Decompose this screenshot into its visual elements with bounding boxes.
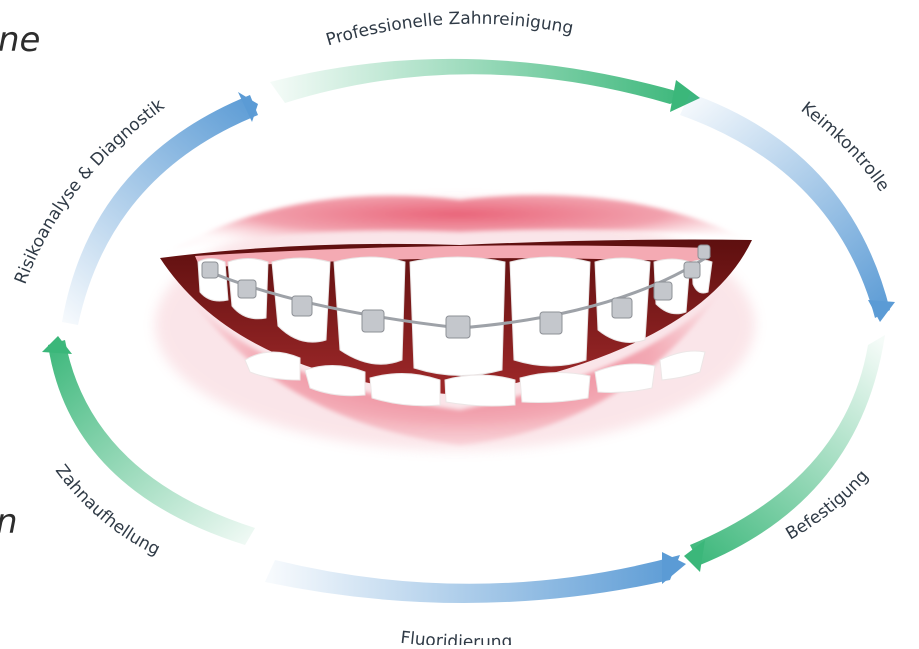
svg-text:Fluoridierung: Fluoridierung bbox=[399, 628, 512, 645]
bracket bbox=[654, 282, 672, 300]
arrowhead-right-top bbox=[868, 300, 895, 322]
bracket bbox=[446, 316, 470, 338]
partial-text-top: ne bbox=[0, 20, 40, 60]
bracket bbox=[362, 310, 384, 332]
bracket bbox=[684, 262, 700, 278]
label-fluoridation: Fluoridierung bbox=[399, 628, 512, 645]
bracket bbox=[612, 298, 632, 318]
partial-text-bottom: n bbox=[0, 502, 18, 542]
bracket bbox=[238, 280, 256, 298]
arrowhead-left-bottom bbox=[42, 336, 72, 354]
bracket bbox=[202, 262, 218, 278]
arc-fluoridation bbox=[265, 555, 680, 603]
bracket bbox=[292, 296, 312, 316]
svg-text:Professionelle Zahnreinigung: Professionelle Zahnreinigung bbox=[324, 9, 575, 51]
label-professional-cleaning: Professionelle Zahnreinigung bbox=[324, 9, 575, 51]
bracket bbox=[540, 312, 562, 334]
arc-professional-cleaning bbox=[270, 59, 690, 104]
bracket bbox=[698, 245, 710, 259]
smile-illustration bbox=[155, 195, 755, 450]
